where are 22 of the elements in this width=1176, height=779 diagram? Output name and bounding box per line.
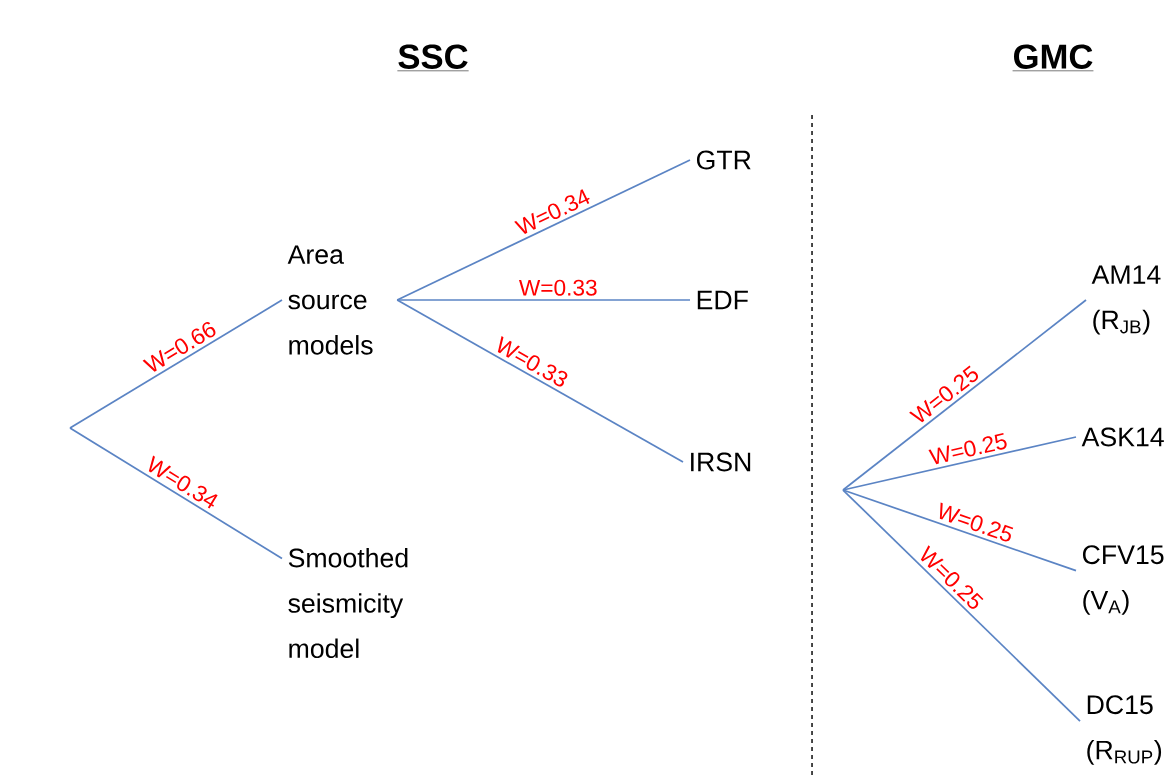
branch-label: IRSN [691, 452, 751, 472]
branch-label: EDF [697, 290, 748, 310]
branch-line [842, 489, 1081, 722]
heading: GMC [1012, 44, 1094, 72]
branch-label: Area source models [287, 245, 373, 355]
branch-line [396, 159, 691, 301]
branch-label: ASK14 [1081, 427, 1164, 447]
branch-label: DC15 (R$_{RUP}$) [1087, 695, 1162, 765]
branch-label: CFV15 (V$_{A}$) [1082, 545, 1164, 615]
branch-line [69, 427, 283, 560]
branch-label: Smoothed seismicity model [288, 547, 408, 659]
branch-line [842, 436, 1077, 491]
branch-line [69, 299, 283, 429]
branch-label: GTR [696, 150, 751, 170]
branch-line [396, 299, 691, 301]
heading: SSC [397, 44, 469, 72]
branch-line [842, 299, 1087, 491]
branch-label: AM14 (R$_{JB}$) [1091, 265, 1161, 335]
branch-line [842, 489, 1077, 572]
edge-label: W=0.33 [519, 279, 597, 296]
branch-line [396, 299, 684, 463]
edge-label: W=0.25 [928, 432, 1007, 465]
